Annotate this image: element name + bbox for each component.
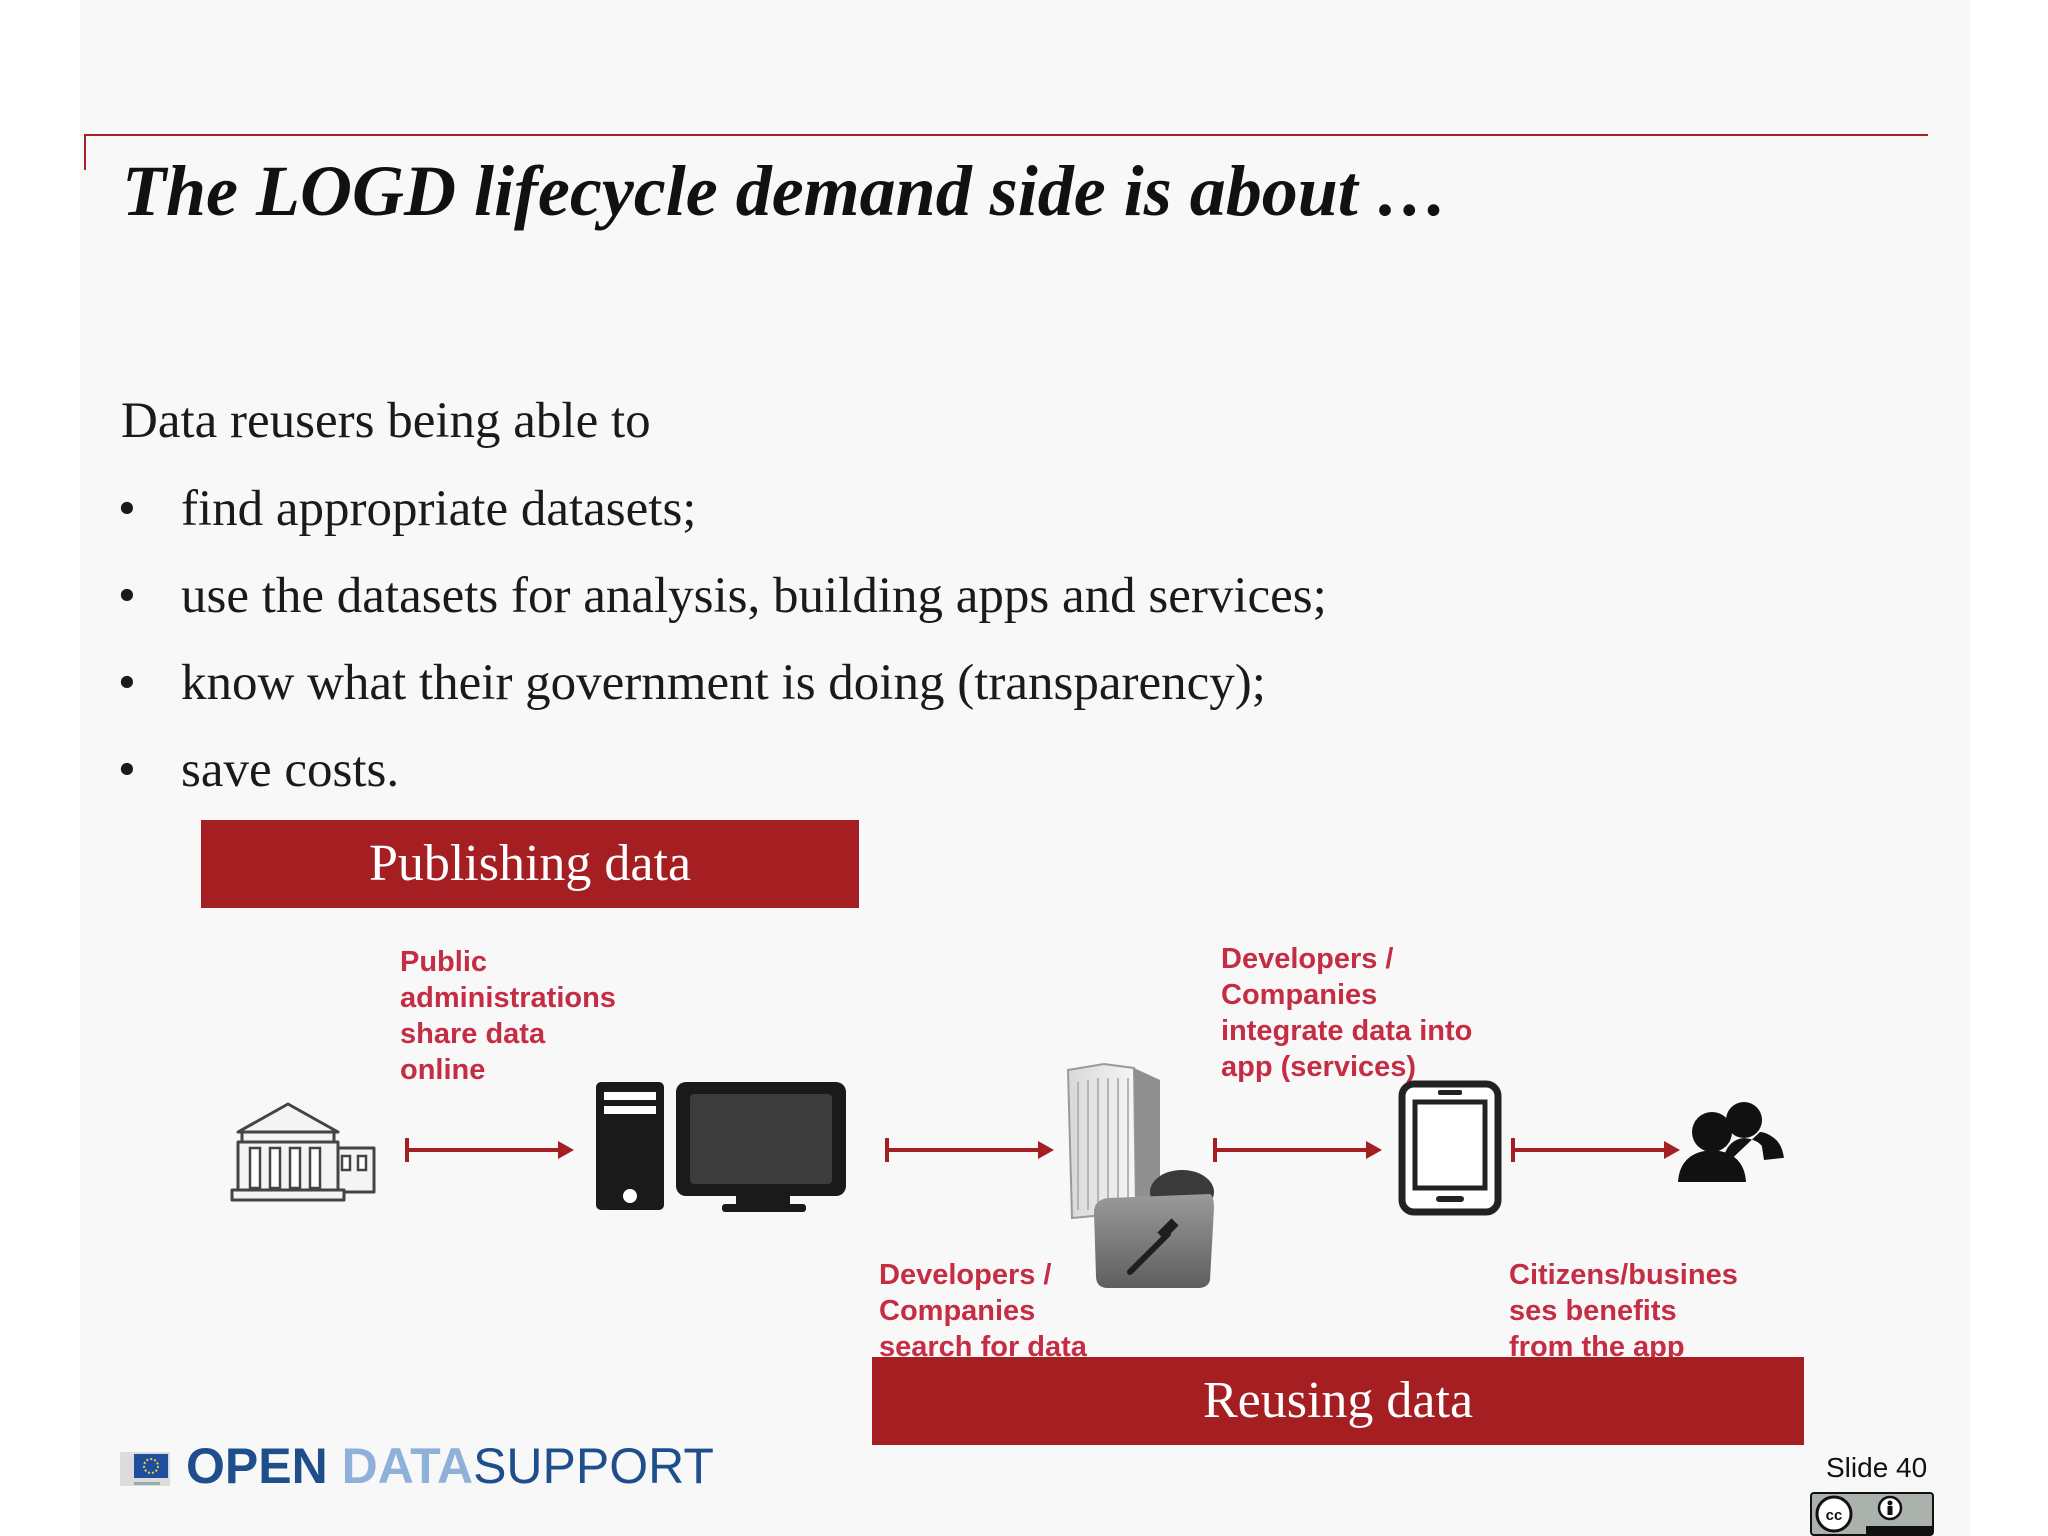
logo-open: OPEN — [186, 1438, 328, 1494]
reusing-data-banner: Reusing data — [872, 1357, 1804, 1445]
tablet-icon — [1398, 1080, 1502, 1216]
title-rule-tick — [84, 134, 86, 170]
caption-developers-search: Developers / Companies search for data — [879, 1257, 1087, 1357]
slide-number: Slide 40 — [1826, 1452, 1927, 1484]
bullet-text: find appropriate datasets; — [181, 480, 696, 538]
caption-public-administrations: Public administrations share data online — [400, 944, 616, 1088]
caption-citizens: Citizens/busines ses benefits from the a… — [1509, 1257, 1738, 1357]
desktop-computer-icon — [594, 1078, 848, 1216]
logo-support: SUPPORT — [473, 1438, 714, 1494]
flow-arrow — [884, 1134, 1056, 1166]
slide-title: The LOGD lifecycle demand side is about … — [122, 150, 1448, 233]
users-icon — [1676, 1098, 1788, 1184]
caption-citizens-clip: Citizens/busines ses benefits from the a… — [1509, 1257, 1809, 1357]
government-building-icon — [228, 1096, 380, 1204]
flow-arrow — [1510, 1134, 1682, 1166]
title-rule — [84, 134, 1928, 136]
bullet-text: use the datasets for analysis, building … — [181, 567, 1327, 625]
bullet-marker: • — [118, 654, 136, 712]
bullet-marker: • — [118, 741, 136, 799]
bullet-text: save costs. — [181, 741, 399, 799]
data-repository-icon — [1064, 1062, 1226, 1292]
flow-arrow — [1212, 1134, 1384, 1166]
cc-by-icon: cc — [1810, 1492, 1934, 1536]
logo-data: DATA — [342, 1438, 473, 1494]
flow-arrow — [404, 1134, 576, 1166]
caption-developers-integrate: Developers / Companies integrate data in… — [1221, 941, 1472, 1085]
bullet-text: know what their government is doing (tra… — [181, 654, 1266, 712]
intro-text: Data reusers being able to — [121, 392, 651, 450]
bullet-marker: • — [118, 480, 136, 538]
publishing-data-banner: Publishing data — [201, 820, 859, 908]
open-data-support-logo: OPEN DATASUPPORT — [186, 1438, 714, 1494]
eu-flag-icon — [120, 1444, 182, 1492]
svg-text:cc: cc — [1826, 1507, 1843, 1524]
bullet-marker: • — [118, 567, 136, 625]
